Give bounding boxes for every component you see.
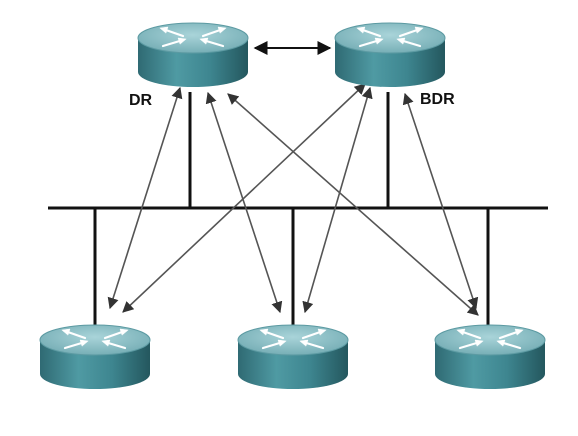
- router-1: [38, 323, 152, 391]
- router-bdr: [333, 21, 447, 89]
- router-icon: [38, 323, 152, 391]
- label-dr: DR: [129, 92, 153, 109]
- router-3: [433, 323, 547, 391]
- router-dr: [136, 21, 250, 89]
- router-icon: [333, 21, 447, 89]
- arrow-bdr-router-2: [302, 86, 373, 314]
- arrow-dr-router-3: [227, 93, 479, 316]
- arrow-bdr-router-3: [402, 92, 479, 310]
- arrow-dr-router-2: [205, 91, 283, 314]
- router-2: [236, 323, 350, 391]
- router-icon: [433, 323, 547, 391]
- arrow-bdr-router-1: [122, 83, 366, 313]
- router-icon: [236, 323, 350, 391]
- router-icon: [136, 21, 250, 89]
- label-bdr: BDR: [420, 91, 455, 108]
- arrow-dr-router-1: [107, 86, 183, 310]
